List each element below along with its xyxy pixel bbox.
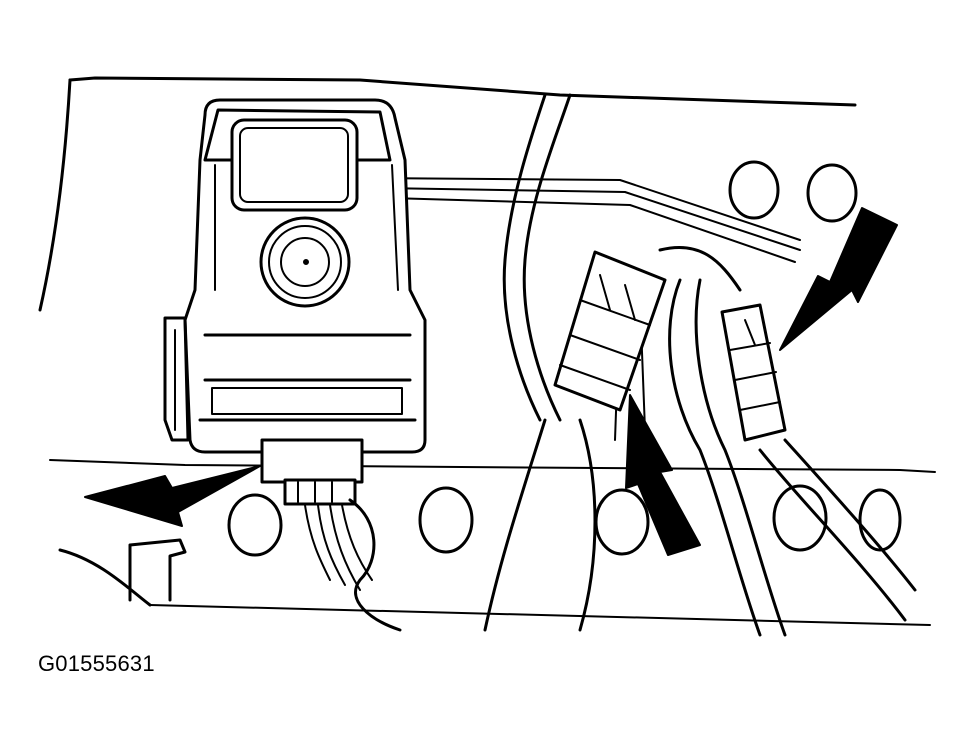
module-wires [304,498,402,632]
harness-connector-center [553,250,667,412]
wire-harnesses [483,93,917,637]
arrow-callout-icon [779,207,898,351]
vehicle-panel [38,76,936,626]
callout-arrows [84,207,898,556]
harness-connector-right [720,303,787,442]
figure-code: G01555631 [38,651,155,676]
panel-holes [227,160,902,557]
arrow-callout-icon [84,465,261,527]
sensor-module [163,98,427,506]
arrow-callout-icon [625,394,701,556]
